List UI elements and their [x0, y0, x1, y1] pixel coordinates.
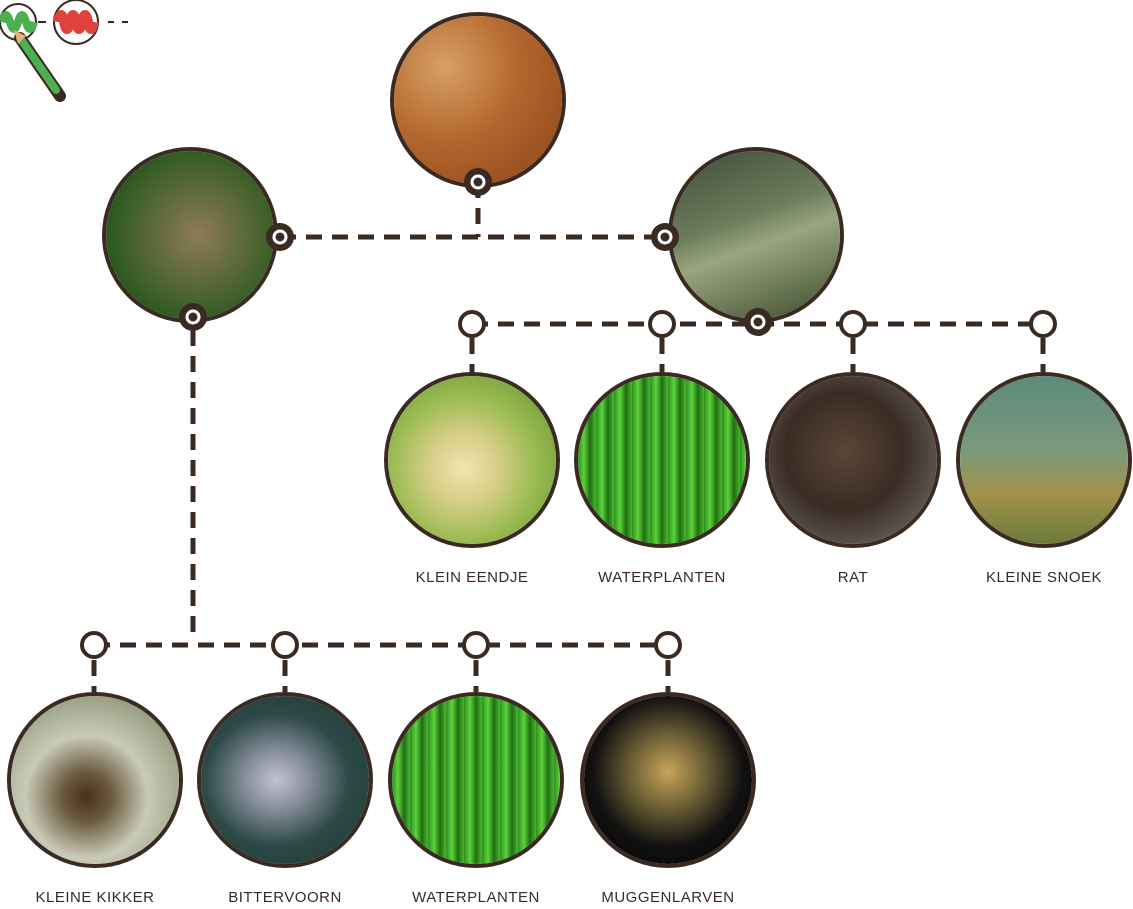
heron-photo — [390, 12, 566, 188]
bitterling-photo — [197, 692, 373, 868]
pike-photo — [668, 147, 844, 323]
frog-photo — [102, 147, 278, 323]
pencil-icon[interactable] — [14, 30, 60, 96]
waterplants-photo-2 — [388, 692, 564, 868]
mosquito-larva-photo — [580, 692, 756, 868]
prey-label: BITTERVOORN — [185, 889, 385, 906]
tadpole-photo — [7, 692, 183, 868]
prey-label: WATERPLANTEN — [376, 889, 576, 906]
prey-label: KLEINE SNOEK — [944, 569, 1133, 586]
prey-label: KLEINE KIKKER — [0, 889, 195, 906]
drawing-tools[interactable] — [0, 0, 140, 110]
waterplants-photo — [574, 372, 750, 548]
prey-label: KLEIN EENDJE — [372, 569, 572, 586]
prey-label: RAT — [753, 569, 953, 586]
rat-photo — [765, 372, 941, 548]
drawing-tools-svg — [0, 0, 140, 110]
red-scribble-icon[interactable] — [54, 0, 98, 44]
duckling-photo — [384, 372, 560, 548]
prey-label: WATERPLANTEN — [562, 569, 762, 586]
prey-label: MUGGENLARVEN — [568, 889, 768, 906]
small-pike-photo — [956, 372, 1132, 548]
